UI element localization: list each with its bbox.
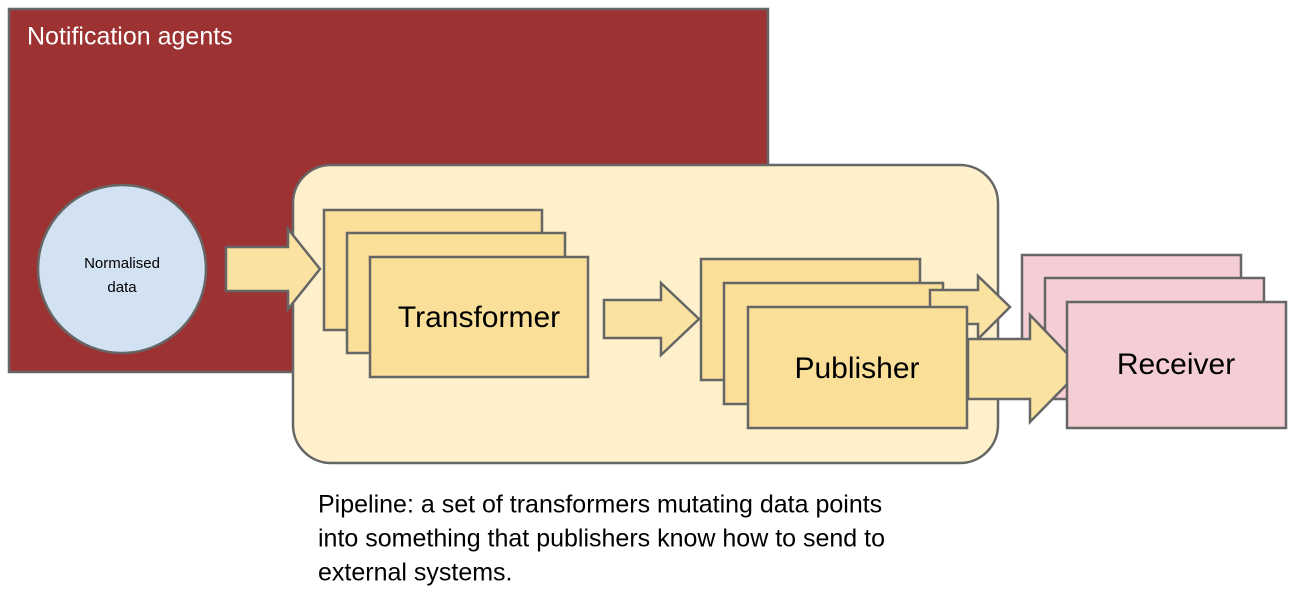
transformer-label: Transformer	[398, 301, 560, 334]
caption-line-1: Pipeline: a set of transformers mutating…	[318, 491, 882, 519]
publisher-node[interactable]	[746, 305, 969, 430]
normalised-data-label-line2: data	[107, 279, 137, 296]
arrow-source-to-transformer	[224, 225, 322, 313]
normalised-data-node[interactable]	[36, 183, 208, 355]
publisher-label: Publisher	[794, 352, 919, 385]
receiver-node[interactable]	[1065, 300, 1288, 430]
receiver-label: Receiver	[1117, 348, 1235, 381]
arrow-publisher-to-receiver-lower	[966, 311, 1084, 426]
notification-agents-group-label: Notification agents	[27, 23, 233, 51]
normalised-data-label-line1: Normalised	[84, 255, 160, 272]
caption-line-3: external systems.	[318, 559, 513, 587]
arrow-transformer-to-publisher	[602, 280, 701, 358]
transformer-node[interactable]	[368, 255, 590, 379]
caption-line-2: into something that publishers know how …	[318, 525, 885, 553]
